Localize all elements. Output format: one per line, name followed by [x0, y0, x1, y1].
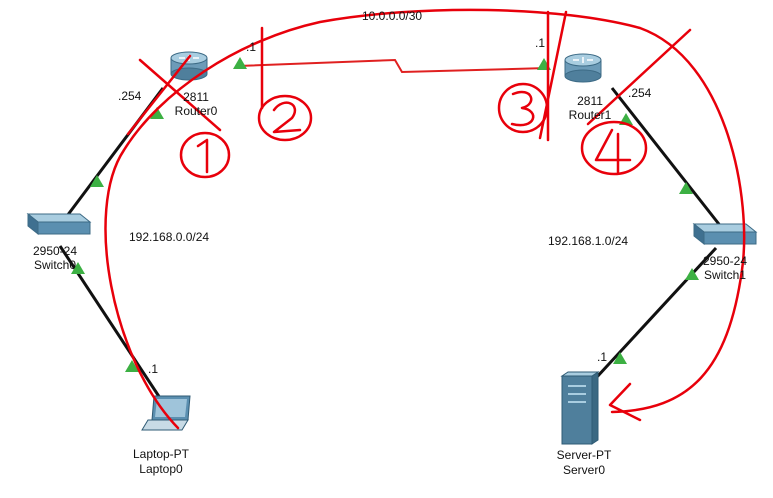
switch1-model: 2950-24	[702, 254, 748, 268]
server0-icon[interactable]	[560, 371, 600, 445]
digit-4	[594, 128, 632, 174]
server0-ip: .1	[597, 350, 608, 364]
port-status-indicators	[71, 57, 699, 372]
port-up-icon	[685, 268, 699, 280]
router1-icon[interactable]	[564, 53, 602, 83]
router0-model: 2811	[183, 90, 209, 104]
laptop0-name: Laptop0	[139, 462, 183, 476]
server0-name: Server0	[562, 463, 606, 477]
cross-router0-icon	[126, 54, 222, 136]
lan0-network-label: 192.168.0.0/24	[129, 230, 210, 244]
router0-lan-ip: .254	[118, 89, 142, 103]
laptop0-model: Laptop-PT	[132, 447, 190, 461]
wan-network-label: 10.0.0.0/30	[362, 9, 423, 23]
switch1-icon[interactable]	[692, 222, 758, 246]
digit-1	[196, 138, 209, 174]
switch0-model: 2950-24	[32, 244, 78, 258]
cable-switch1-server0[interactable]	[594, 246, 718, 380]
packet-path-arrow	[104, 8, 746, 430]
handwritten-annotations	[104, 8, 746, 430]
router0-wan-ip: .1	[246, 40, 257, 54]
lan1-network-label: 192.168.1.0/24	[548, 234, 629, 248]
port-up-icon	[679, 182, 693, 194]
server0-model: Server-PT	[556, 448, 612, 462]
cross-router1-icon	[538, 10, 692, 142]
router1-wan-ip: .1	[535, 36, 546, 50]
port-up-icon	[150, 107, 164, 119]
digit-2	[272, 101, 302, 134]
cable-router1-switch1[interactable]	[610, 87, 724, 229]
switch0-icon[interactable]	[26, 212, 92, 236]
circle-4	[580, 120, 648, 176]
arrowhead-server	[608, 382, 642, 422]
port-up-icon	[71, 262, 85, 274]
router1-model: 2811	[577, 94, 603, 108]
port-up-icon	[233, 57, 247, 69]
port-up-icon	[613, 352, 627, 364]
port-up-icon	[90, 175, 104, 187]
switch1-name: Switch1	[703, 268, 747, 282]
port-up-icon	[125, 360, 139, 372]
circle-1	[179, 131, 231, 179]
serial-link-wan[interactable]	[237, 58, 549, 74]
laptop0-ip: .1	[148, 362, 159, 376]
laptop0-icon[interactable]	[141, 395, 191, 431]
router0-name: Router0	[174, 104, 218, 118]
router1-lan-ip: .254	[628, 86, 652, 100]
digit-3	[510, 90, 535, 127]
switch0-name: Switch0	[33, 258, 77, 272]
router1-name: Router1	[568, 108, 612, 122]
circle-2	[257, 94, 313, 142]
